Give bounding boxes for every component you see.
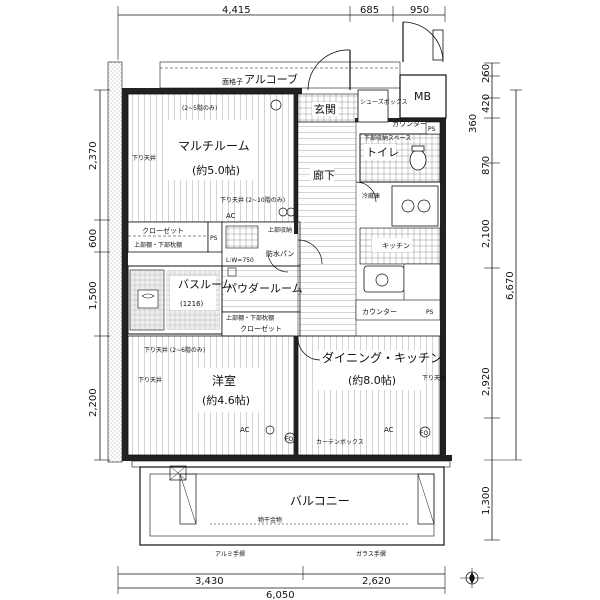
bath-size: (1216) [180,300,204,308]
rail-left-label: アルミ手摺 [215,550,245,558]
toilet-icon [409,145,427,171]
exterior-wall-left [107,61,123,463]
western-room-label: 洋室 [212,373,236,388]
waterproof-pan-label: 防水パン [266,249,294,258]
dim-top-2: 685 [360,5,379,16]
alcove-note: 面格子 [222,77,243,86]
corridor [297,121,357,337]
bath-label: バスルーム [178,278,233,291]
balcony [139,466,445,546]
ps-label-1: PS [210,235,218,242]
closet-1 [127,221,209,253]
fo-label-1: FO [285,436,293,443]
dim-left-2: 600 [88,229,99,248]
dim-right-4: 870 [481,156,492,175]
shoes-box [357,89,389,123]
dim-right-3: 360 [468,114,479,133]
closet-1-label: クローゼット [142,226,184,235]
dimension-bottom: 3,430 2,620 6,050 [117,566,446,600]
curtain-box-label: カーテンボックス [316,438,364,446]
mb-box [399,74,447,119]
clothes-rod-label: 物干金物 [258,516,282,524]
mb-label: MB [414,90,431,103]
dim-left-4: 2,200 [88,388,99,417]
shoes-box-label: シューズボックス [360,98,408,106]
alcove-label: アルコーブ [244,72,298,86]
kitchen-label: キッチン [382,242,410,250]
closet-2 [221,311,301,337]
wash-size-label: L:W=750 [226,257,254,264]
entrance-door-icon [307,49,351,91]
dim-top-3: 950 [410,5,429,16]
closet-2-label: クローゼット [240,324,282,333]
north-compass-icon [460,568,484,588]
western-drop-ceiling: 下り天井 [138,376,162,384]
closet-1-note: 上部棚・下部枕棚 [134,241,182,249]
western-room-size: (約4.6帖) [202,393,250,407]
toilet-note: 下部収納スペース [364,134,411,142]
corridor-label: 廊下 [313,168,335,182]
toilet-label: トイレ [366,146,399,159]
counter-top-label: カウンター [392,119,427,128]
multi-room-note: (2~5階のみ) [182,104,217,112]
ps-label-3: PS [426,309,434,316]
multi-room-size: (約5.0帖) [192,163,240,177]
fo-label-2: FO [420,430,428,437]
stove [391,185,439,227]
multi-room-drop-ceiling-left: 下り天井 [132,154,156,162]
dim-right-total: 6,670 [505,271,516,300]
dim-bottom-total: 6,050 [266,590,295,600]
dim-bottom-2: 2,620 [362,576,391,587]
dim-bottom-1: 3,430 [195,576,224,587]
multi-room-drop-ceiling: 下り天井 (2~10階のみ) [220,196,285,204]
dining-kitchen-label: ダイニング・キッチン [322,350,442,365]
dining-kitchen-size: (約8.0帖) [348,373,396,387]
powder-room-label: パウダールーム [226,281,303,295]
sink-icon [363,265,405,293]
mb-door-icon [402,21,444,63]
dim-right-6: 2,920 [481,367,492,396]
kitchen-counter [355,299,441,321]
entrance-label: 玄関 [314,102,336,116]
dimension-left: 2,370 600 1,500 2,200 [88,89,110,461]
dining-drop-ceiling: 下り天井 [422,374,446,382]
balcony-label: バルコニー [290,494,350,508]
western-room-ac: AC [240,426,250,434]
western-room-note: 下り天井 (2~6階のみ) [144,346,205,354]
multi-room-ac: AC [226,212,236,220]
dim-right-5: 2,100 [481,219,492,248]
outer-walls [122,88,452,461]
multi-room-label: マルチルーム [178,139,250,153]
counter-label: カウンター [362,307,397,316]
interior-door-icons [267,181,377,361]
fridge-label: 冷蔵庫 [362,192,380,200]
dim-left-3: 1,500 [88,281,99,310]
dimension-right: 260 420 360 870 2,100 2,920 1,300 6,670 [468,62,522,541]
rail-right-label: ガラス手摺 [356,550,386,558]
upper-storage-label: 上部収納 [268,226,292,234]
closet-2-note: 上部棚・下部枕棚 [226,314,274,322]
ps-label-2: PS [428,126,436,133]
dining-ac: AC [384,426,394,434]
dim-right-1: 260 [481,64,492,83]
dim-right-7: 1,300 [481,486,492,515]
dim-top-1: 4,415 [222,5,251,16]
dim-right-2: 420 [481,94,492,113]
dimension-top: 4,415 685 950 [117,5,446,60]
dim-left-1: 2,370 [88,141,99,170]
